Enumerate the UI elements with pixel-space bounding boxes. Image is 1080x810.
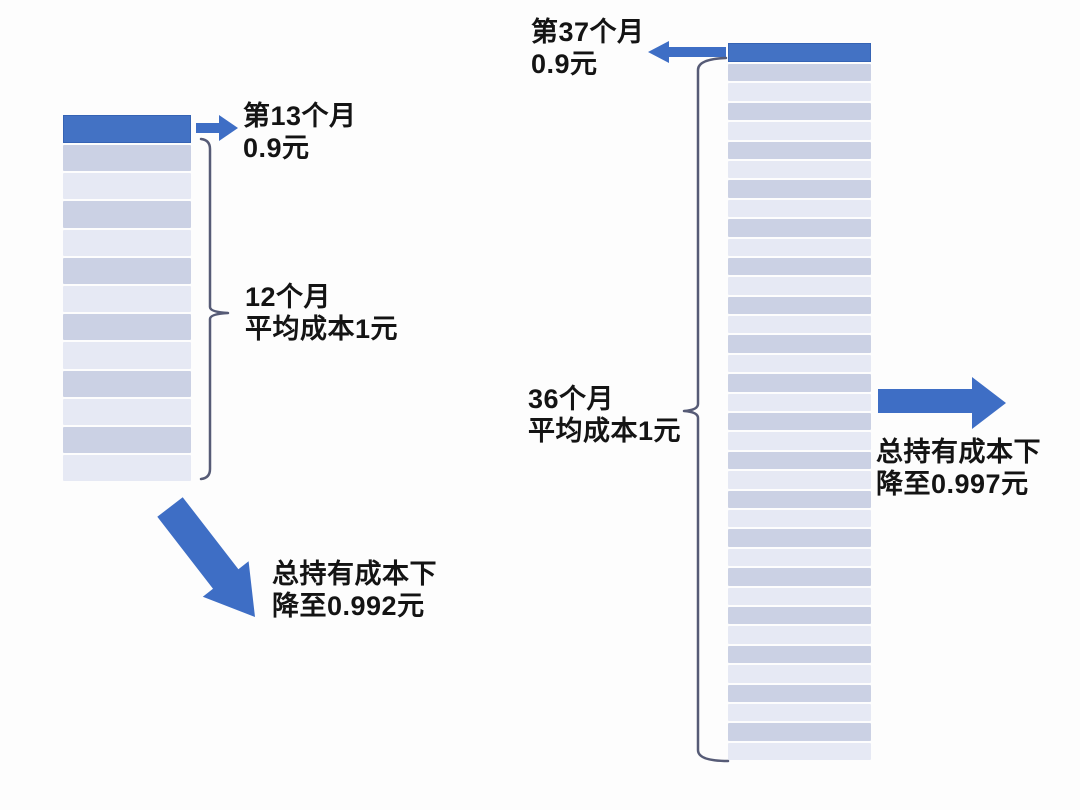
right-result-label: 总持有成本下 降至0.997元	[876, 436, 1041, 500]
left-brace-label-line1: 12个月	[245, 282, 332, 312]
right-brace-label: 36个月 平均成本1元	[528, 383, 681, 447]
left-result-label-line1: 总持有成本下	[272, 559, 437, 589]
month-unit-bar	[728, 587, 871, 605]
curly-brace-right-icon	[199, 137, 230, 481]
month-unit-bar	[728, 490, 871, 508]
month-unit-bar	[63, 314, 191, 341]
month-unit-bar	[728, 509, 871, 528]
left-bar-stack	[63, 115, 191, 482]
month-unit-bar	[63, 342, 191, 369]
month-unit-bar	[728, 568, 871, 586]
month-unit-bar	[63, 370, 191, 397]
left-peak-month-bar	[63, 115, 191, 143]
month-unit-bar	[728, 529, 871, 547]
month-unit-bar	[63, 173, 191, 200]
month-unit-bar	[728, 199, 871, 218]
month-unit-bar	[728, 257, 871, 276]
month-unit-bar	[728, 316, 871, 334]
left-brace-label-line2: 平均成本1元	[245, 314, 399, 344]
right-bar-stack	[728, 43, 871, 761]
month-unit-bar	[728, 160, 871, 179]
month-unit-bar	[728, 471, 871, 489]
month-unit-bar	[728, 180, 871, 198]
month-unit-bar	[63, 285, 191, 313]
month-unit-bar	[728, 606, 871, 625]
right-peak-label-line2: 0.9元	[531, 49, 598, 79]
month-unit-bar	[728, 64, 871, 82]
right-result-label-line1: 总持有成本下	[876, 437, 1041, 467]
right-result-label-line2: 降至0.997元	[876, 469, 1029, 499]
month-unit-bar	[728, 277, 871, 295]
right-peak-label: 第37个月 0.9元	[531, 16, 645, 80]
right-brace-label-line1: 36个月	[528, 384, 615, 414]
month-unit-bar	[728, 374, 871, 392]
curly-brace-left-icon	[682, 56, 730, 763]
month-unit-bar	[728, 413, 871, 431]
month-unit-bar	[728, 451, 871, 470]
right-arrow-icon	[878, 377, 1006, 429]
left-result-label-line2: 降至0.992元	[272, 591, 425, 621]
right-brace-label-line2: 平均成本1元	[528, 416, 682, 446]
month-unit-bar	[728, 238, 871, 256]
right-month-unit-bars	[728, 64, 871, 761]
left-arrow-icon	[648, 41, 726, 63]
month-unit-bar	[728, 219, 871, 237]
month-unit-bar	[63, 455, 191, 482]
left-peak-label: 第13个月 0.9元	[243, 100, 357, 164]
month-unit-bar	[728, 626, 871, 644]
month-unit-bar	[728, 432, 871, 450]
month-unit-bar	[63, 201, 191, 228]
left-peak-label-line2: 0.9元	[243, 133, 310, 163]
left-month-unit-bars	[63, 145, 191, 482]
down-right-arrow-icon	[157, 497, 255, 617]
month-unit-bar	[728, 665, 871, 683]
month-unit-bar	[728, 141, 871, 159]
right-peak-label-line1: 第37个月	[531, 17, 645, 47]
month-unit-bar	[728, 296, 871, 315]
month-unit-bar	[728, 703, 871, 722]
month-unit-bar	[728, 684, 871, 702]
month-unit-bar	[728, 122, 871, 140]
month-unit-bar	[728, 354, 871, 373]
month-unit-bar	[728, 548, 871, 567]
left-peak-label-line1: 第13个月	[243, 101, 357, 131]
month-unit-bar	[63, 398, 191, 425]
month-unit-bar	[728, 393, 871, 412]
month-unit-bar	[728, 645, 871, 664]
month-unit-bar	[728, 83, 871, 101]
month-unit-bar	[63, 229, 191, 256]
left-result-label: 总持有成本下 降至0.992元	[272, 558, 437, 622]
month-unit-bar	[63, 145, 191, 172]
left-brace-label: 12个月 平均成本1元	[245, 281, 398, 345]
right-arrow-icon	[196, 115, 238, 141]
month-unit-bar	[63, 257, 191, 284]
month-unit-bar	[728, 335, 871, 353]
month-unit-bar	[728, 102, 871, 121]
month-unit-bar	[63, 426, 191, 454]
right-peak-month-bar	[728, 43, 871, 62]
month-unit-bar	[728, 742, 871, 761]
month-unit-bar	[728, 723, 871, 741]
